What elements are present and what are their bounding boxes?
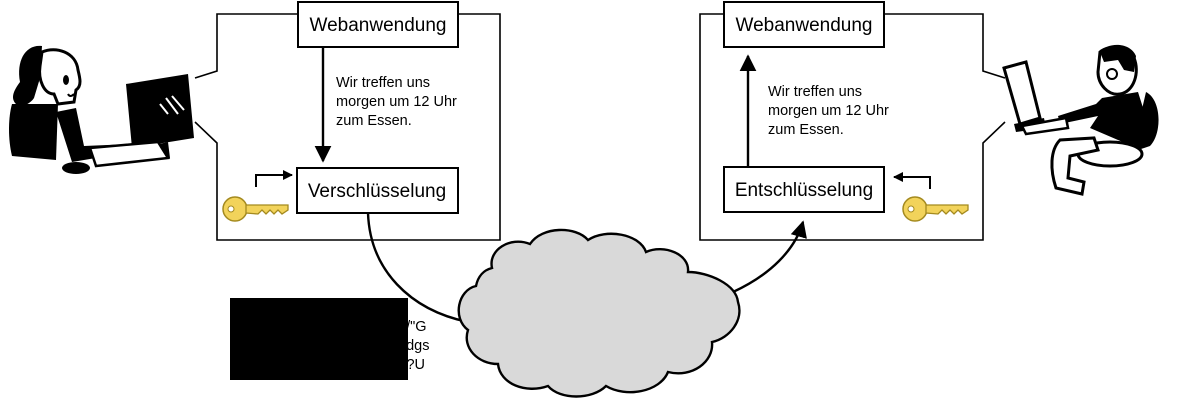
sender-message-line: Wir treffen uns [336, 75, 430, 91]
outgoing-wire [366, 212, 469, 324]
receiver-app-label: Webanwendung [736, 15, 873, 36]
receiver-app-box: Webanwendung [723, 1, 885, 48]
sender-app-label: Webanwendung [310, 15, 447, 36]
decryption-box: Entschlüsselung [723, 166, 885, 213]
cloud-icon [457, 228, 741, 398]
receiver-message-line: zum Essen. [768, 122, 844, 138]
woman-at-computer-icon [9, 45, 194, 174]
sender-message-line: zum Essen. [336, 113, 412, 129]
sender-frame [194, 13, 501, 241]
receiver-message: Wir treffen uns morgen um 12 Uhr zum Ess… [768, 84, 893, 138]
encryption-box: Verschlüsselung [296, 167, 459, 214]
key-icon [902, 196, 969, 222]
receiver-message-line: Wir treffen uns [768, 84, 862, 100]
sender-message-line: morgen um 12 Uhr [336, 94, 457, 110]
key-icon [222, 196, 289, 222]
receiver-key-arrow [893, 172, 931, 189]
sender-app-box: Webanwendung [297, 1, 459, 48]
decryption-label: Entschlüsselung [735, 180, 873, 201]
encryption-label: Verschlüsselung [308, 181, 446, 202]
incoming-wire [732, 220, 807, 294]
redaction-block [230, 298, 408, 380]
receiver-message-line: morgen um 12 Uhr [768, 103, 889, 119]
man-at-computer-icon [1002, 44, 1159, 196]
sender-key-arrow [255, 170, 293, 187]
sender-message: Wir treffen uns morgen um 12 Uhr zum Ess… [336, 75, 461, 129]
receiver-frame [699, 13, 1006, 241]
